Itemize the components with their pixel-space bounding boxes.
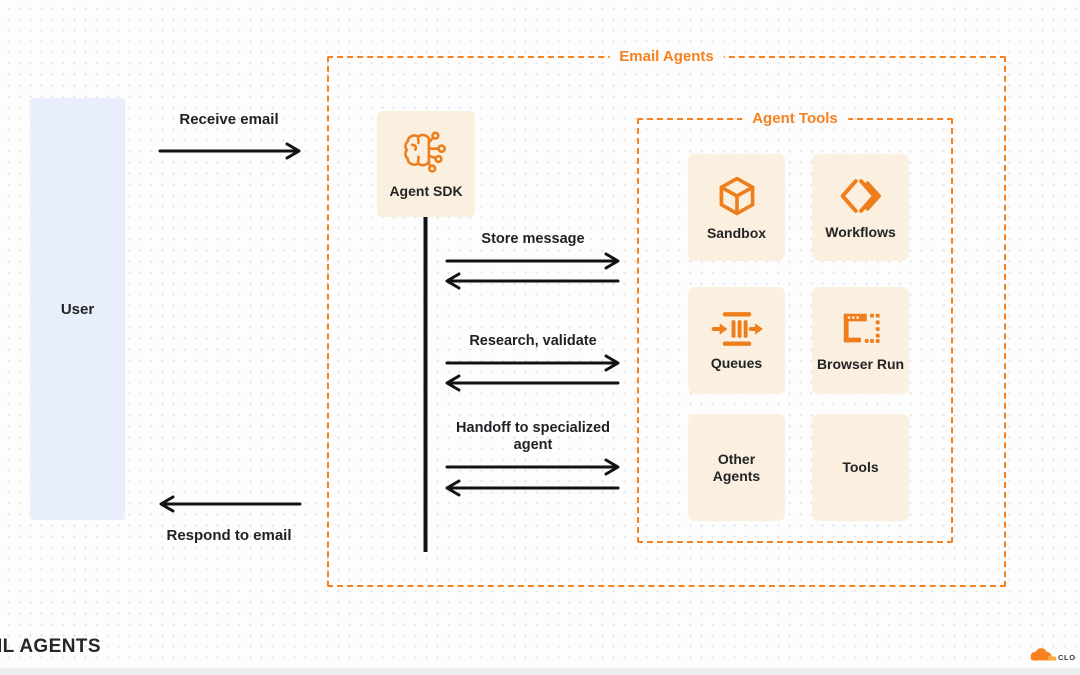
footer-title: IL AGENTS [0,636,101,657]
agent-sdk-label: Agent SDK [389,183,463,199]
tool-card-workflows: Workflows [812,154,909,261]
tool-label-other-agents: Other Agents [712,450,761,484]
chevron-diamond-icon [840,178,881,213]
email-agents-group: Email Agents [327,47,1006,587]
respond-email-label: Respond to email [166,527,292,544]
cloudflare-cloud-icon [1030,648,1057,661]
tool-card-tools: Tools [812,414,909,521]
tool-card-queues: Queues [688,287,785,394]
agent-sdk-node: Agent SDK [377,111,475,217]
footer-strip [0,668,1080,675]
user-node: User [30,98,125,520]
brain-circuit-icon [404,131,446,173]
tool-label-sandbox: Sandbox [706,224,767,241]
agent-tools-group: Agent Tools Sandbox Workflows [637,109,953,543]
handoff-label: Handoff to specialized agent [456,420,610,453]
email-agents-title: Email Agents [609,47,724,67]
queue-flow-icon [711,311,763,346]
tool-label-queues: Queues [710,354,763,371]
store-message-label: Store message [481,231,585,247]
tool-card-browser-run: Browser Run [812,287,909,394]
receive-email-label: Receive email [179,111,279,128]
tool-label-tools: Tools [842,459,879,475]
tool-label-browser-run: Browser Run [816,355,905,372]
respond-email-arrow [159,495,302,513]
cube-icon [719,176,754,215]
brand-logo: CLO [1028,647,1080,665]
browser-window-icon [843,313,880,343]
brand-text: CLO [1058,653,1076,662]
receive-email-arrow [158,142,301,160]
tool-card-other-agents: Other Agents [688,414,785,521]
agent-tools-title: Agent Tools [742,109,848,129]
research-validate-label: Research, validate [469,333,597,349]
user-label: User [60,300,95,318]
tool-card-sandbox: Sandbox [688,154,785,261]
tool-label-workflows: Workflows [825,223,896,240]
